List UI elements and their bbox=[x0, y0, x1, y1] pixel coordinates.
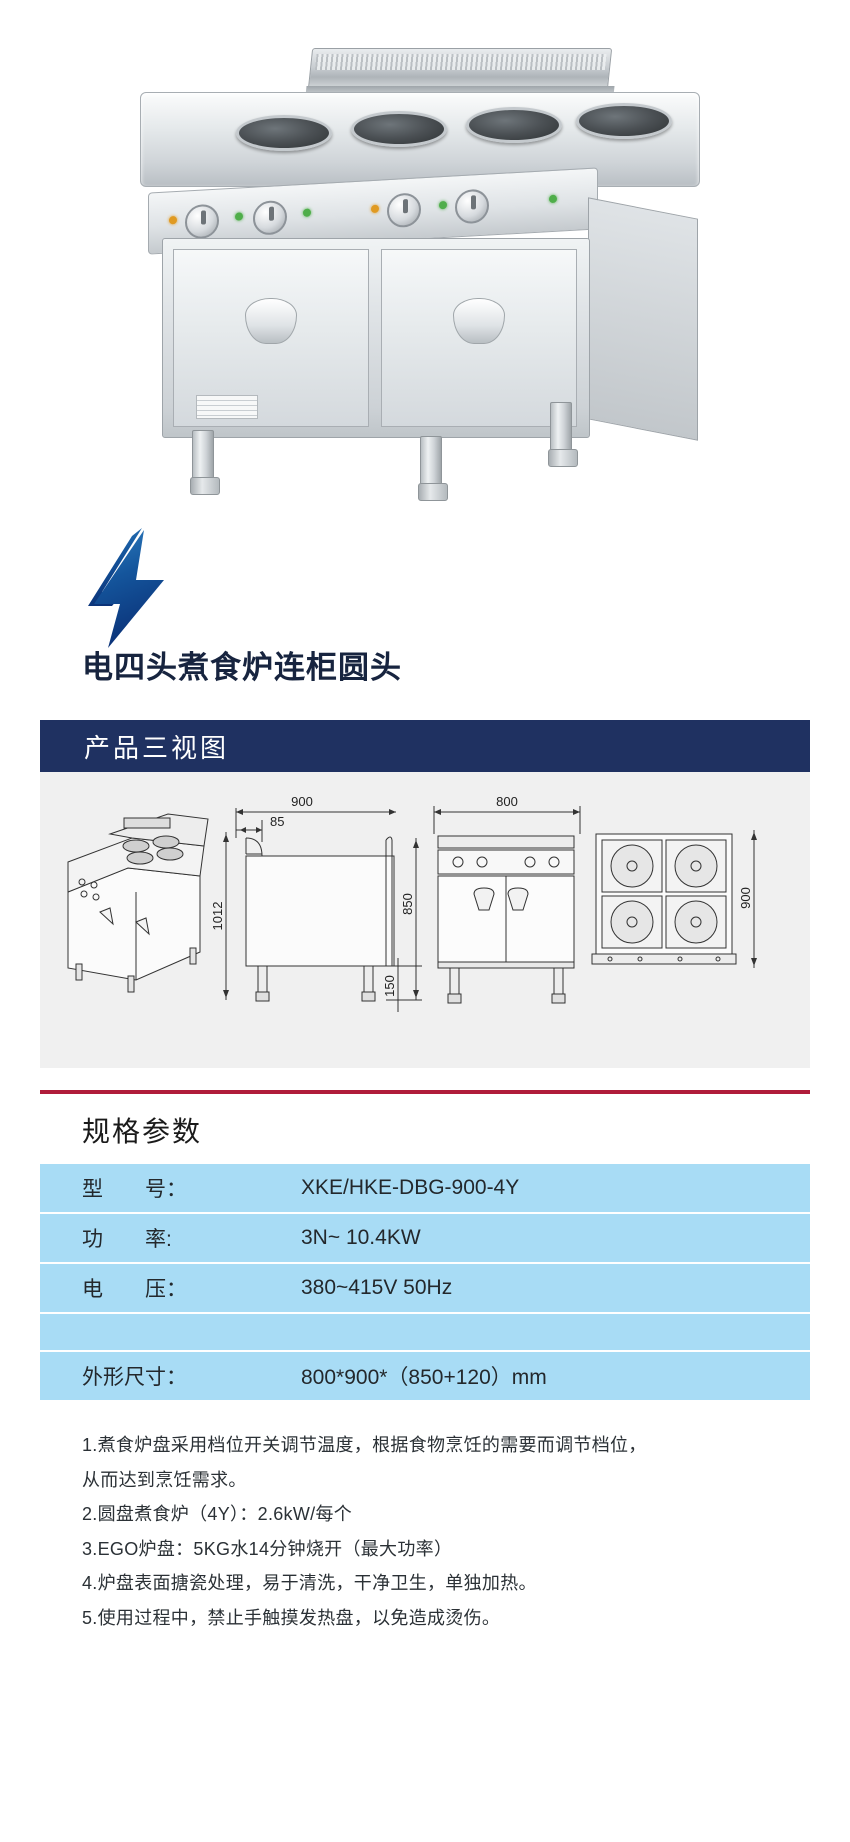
control-knob-4 bbox=[455, 188, 489, 225]
product-photo-stage bbox=[120, 30, 740, 501]
isometric-view bbox=[67, 813, 209, 993]
cabinet-door-left bbox=[173, 249, 369, 427]
spec-key bbox=[40, 1313, 295, 1352]
indicator-led-2 bbox=[235, 212, 243, 221]
list-item: 2.圆盘煮食炉（4Y）：2.6kW/每个 bbox=[82, 1504, 353, 1525]
spec-value: 800*900*（850+120）mm bbox=[295, 1351, 810, 1402]
table-row: 功 率: 3N~ 10.4KW bbox=[40, 1213, 810, 1264]
cabinet-side-panel bbox=[588, 197, 698, 441]
cabinet-body bbox=[162, 238, 590, 438]
side-view: 900 85 bbox=[210, 794, 422, 1012]
rating-label-plate bbox=[196, 395, 258, 419]
spec-value: 3N~ 10.4KW bbox=[295, 1213, 810, 1264]
adjustable-leg-1 bbox=[190, 430, 220, 495]
hotplate-burner-1 bbox=[236, 115, 332, 151]
table-row: 型 号： XKE/HKE-DBG-900-4Y bbox=[40, 1164, 810, 1214]
dim-850: 850 bbox=[400, 893, 415, 915]
adjustable-leg-3 bbox=[548, 402, 578, 467]
list-item: 5.使用过程中，禁止手触摸发热盘，以免造成烫伤。 bbox=[82, 1607, 501, 1628]
control-knob-3 bbox=[387, 192, 421, 229]
lightning-bolt-icon bbox=[86, 528, 176, 653]
spec-section: 规格参数 型 号： XKE/HKE-DBG-900-4Y 功 率: 3N~ 10… bbox=[40, 1068, 810, 1402]
indicator-led-3 bbox=[303, 208, 311, 217]
table-row: 外形尺寸： 800*900*（850+120）mm bbox=[40, 1351, 810, 1402]
indicator-led-5 bbox=[439, 200, 447, 210]
three-view-drawing-svg: 900 85 bbox=[67, 794, 757, 1012]
top-view: 900 bbox=[591, 830, 757, 968]
control-knob-1 bbox=[185, 203, 219, 240]
spec-heading: 规格参数 bbox=[82, 1116, 203, 1147]
hotplate-burner-3 bbox=[466, 107, 562, 143]
list-item: 3.EGO炉盘：5KG水14分钟烧开（最大功率） bbox=[82, 1538, 453, 1559]
adjustable-leg-2 bbox=[418, 436, 448, 501]
dim-800: 800 bbox=[496, 794, 518, 809]
list-item: 从而达到烹饪需求。 bbox=[82, 1469, 247, 1490]
product-photo bbox=[0, 0, 850, 520]
control-knob-2 bbox=[253, 199, 287, 236]
cabinet-door-handle-left bbox=[245, 298, 297, 344]
table-row-blank bbox=[40, 1313, 810, 1352]
spec-key: 型 号： bbox=[40, 1164, 295, 1214]
cooktop-surface bbox=[140, 92, 700, 187]
feature-list: 1.煮食炉盘采用档位开关调节温度，根据食物烹饪的需要而调节档位， 从而达到烹饪需… bbox=[40, 1402, 810, 1655]
table-row: 电 压： 380~415V 50Hz bbox=[40, 1263, 810, 1314]
dim-900-top: 900 bbox=[738, 887, 753, 909]
section-banner-three-views: 产品三视图 bbox=[40, 720, 810, 772]
dim-85: 85 bbox=[270, 814, 284, 829]
dim-150: 150 bbox=[382, 975, 397, 997]
spec-divider-rule bbox=[40, 1090, 810, 1094]
indicator-led-6 bbox=[549, 194, 557, 204]
spec-value: XKE/HKE-DBG-900-4Y bbox=[295, 1164, 810, 1214]
list-item: 1.煮食炉盘采用档位开关调节温度，根据食物烹饪的需要而调节档位， bbox=[82, 1435, 647, 1455]
dim-1012: 1012 bbox=[210, 902, 225, 931]
dim-900-side: 900 bbox=[291, 794, 313, 809]
indicator-led-4 bbox=[371, 204, 379, 214]
spec-key: 外形尺寸： bbox=[40, 1351, 295, 1402]
list-item: 4.炉盘表面搪瓷处理，易于清洗，干净卫生，单独加热。 bbox=[82, 1573, 537, 1594]
spec-value bbox=[295, 1313, 810, 1352]
spec-table: 型 号： XKE/HKE-DBG-900-4Y 功 率: 3N~ 10.4KW … bbox=[40, 1164, 810, 1402]
page-title: 电四头煮食炉连柜圆头 bbox=[82, 650, 402, 685]
spec-key: 功 率: bbox=[40, 1213, 295, 1264]
backsplash bbox=[307, 48, 613, 90]
title-block: 电四头煮食炉连柜圆头 bbox=[0, 520, 850, 720]
indicator-led-1 bbox=[169, 215, 177, 225]
front-view: 800 bbox=[433, 794, 581, 1004]
section-banner-label: 产品三视图 bbox=[84, 732, 230, 763]
hotplate-burner-2 bbox=[351, 111, 447, 147]
hotplate-burner-4 bbox=[576, 103, 672, 139]
cabinet-door-right bbox=[381, 249, 577, 427]
spec-key: 电 压： bbox=[40, 1263, 295, 1314]
technical-drawings: 900 85 bbox=[40, 772, 810, 1068]
spec-value: 380~415V 50Hz bbox=[295, 1263, 810, 1314]
cabinet-door-handle-right bbox=[453, 298, 505, 344]
